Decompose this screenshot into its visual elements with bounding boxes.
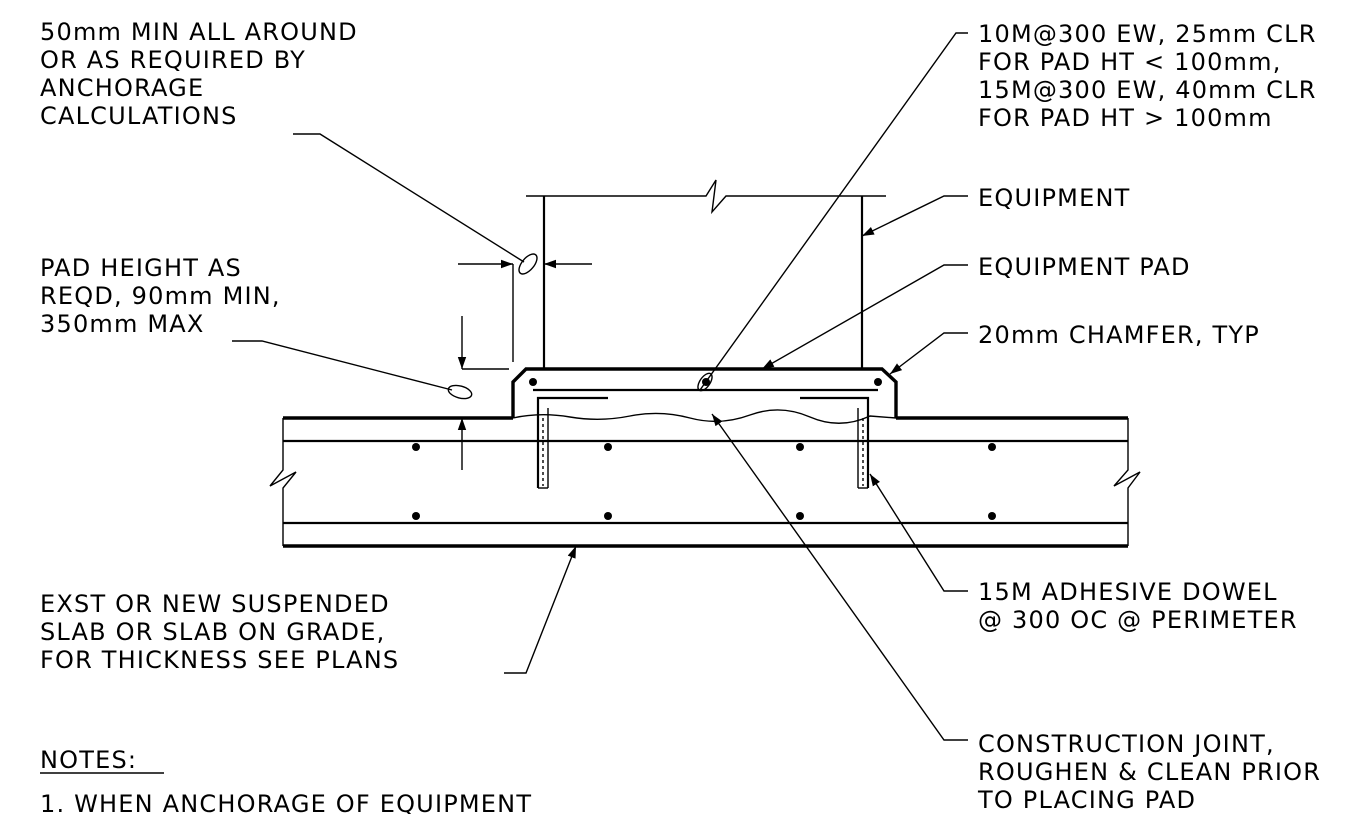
- leaders: [504, 32, 968, 741]
- label-line: FOR PAD HT < 100mm,: [978, 48, 1282, 76]
- label-line: SLAB OR SLAB ON GRADE,: [40, 618, 385, 646]
- label-dowel: 15M ADHESIVE DOWEL @ 300 OC @ PERIMETER: [978, 578, 1298, 634]
- label-line: CALCULATIONS: [40, 102, 238, 130]
- label-line: 350mm MAX: [40, 310, 205, 338]
- label-equipment-pad: EQUIPMENT PAD: [978, 253, 1191, 281]
- dimension-pad-height: [232, 316, 509, 470]
- label-line: ANCHORAGE: [40, 74, 204, 102]
- label-line: REQD, 90mm MIN,: [40, 282, 281, 310]
- slab: [269, 416, 1141, 548]
- label-line: @ 300 OC @ PERIMETER: [978, 606, 1298, 634]
- label-min-all-around: 50mm MIN ALL AROUND OR AS REQUIRED BY AN…: [40, 18, 358, 130]
- label-line: 10M@300 EW, 25mm CLR: [978, 20, 1317, 48]
- label-line: ROUGHEN & CLEAN PRIOR: [978, 758, 1321, 786]
- label-equipment: EQUIPMENT: [978, 184, 1130, 212]
- label-line: 15M@300 EW, 40mm CLR: [978, 76, 1317, 104]
- label-line: PAD HEIGHT AS: [40, 254, 242, 282]
- label-line: CONSTRUCTION JOINT,: [978, 730, 1275, 758]
- equipment-outline: [526, 179, 886, 369]
- equipment-pad: [511, 367, 898, 424]
- label-line: TO PLACING PAD: [977, 786, 1196, 814]
- label-slab: EXST OR NEW SUSPENDED SLAB OR SLAB ON GR…: [40, 590, 399, 674]
- label-line: FOR PAD HT > 100mm: [978, 104, 1273, 132]
- label-chamfer: 20mm CHAMFER, TYP: [978, 321, 1260, 349]
- label-line: 50mm MIN ALL AROUND: [40, 18, 358, 46]
- label-line: EXST OR NEW SUSPENDED: [40, 590, 390, 618]
- label-line: OR AS REQUIRED BY: [40, 46, 306, 74]
- label-reinforcing: 10M@300 EW, 25mm CLR FOR PAD HT < 100mm,…: [978, 20, 1317, 132]
- label-pad-height: PAD HEIGHT AS REQD, 90mm MIN, 350mm MAX: [40, 254, 281, 338]
- note-1: 1. WHEN ANCHORAGE OF EQUIPMENT: [40, 790, 532, 814]
- slab-rebar-dots: [412, 443, 996, 520]
- dimension-50mm: [293, 133, 592, 362]
- label-line: 15M ADHESIVE DOWEL: [978, 578, 1278, 606]
- label-line: FOR THICKNESS SEE PLANS: [40, 646, 399, 674]
- notes-heading: NOTES:: [40, 746, 137, 774]
- notes: NOTES: 1. WHEN ANCHORAGE OF EQUIPMENT: [40, 746, 532, 814]
- adhesive-dowels: [536, 396, 870, 489]
- label-construction-joint: CONSTRUCTION JOINT, ROUGHEN & CLEAN PRIO…: [977, 730, 1321, 814]
